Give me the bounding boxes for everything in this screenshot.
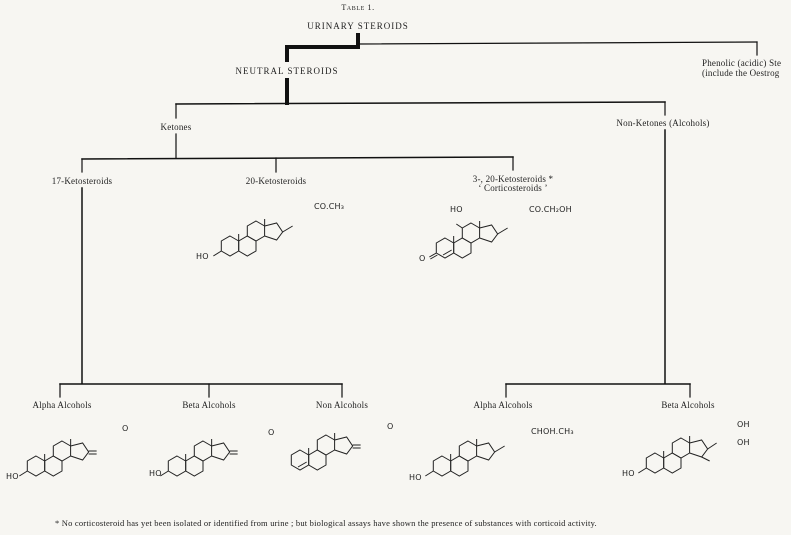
phenolic-steroids-label: Phenolic (acidic) Ste (702, 58, 782, 68)
corticosteroids-label: ‘ Corticosteroids ’ (478, 183, 548, 193)
20-ketosteroid-structure (213, 219, 293, 257)
non-alcohols-label: Non Alcohols (315, 400, 369, 410)
non-alcohol-17-keto-structure (290, 433, 361, 471)
cortico-side-chain-label: CO.CH₂OH (529, 205, 572, 214)
cortico-hydroxy-label: HO (450, 205, 463, 214)
alpha-ketone-o-label: O (122, 424, 129, 433)
alpha-alcohol-pregnanediol-structure (425, 439, 505, 477)
connector-line (175, 101, 666, 105)
corticosteroid-structure (429, 221, 508, 260)
beta-alcohol-androstenediol-structure (638, 436, 717, 474)
connector-line (81, 156, 514, 160)
3-20-ketosteroids-label: 3-, 20-Ketosteroids * (472, 174, 554, 184)
beta-alcohols-left-label: Beta Alcohols (182, 400, 236, 410)
table-title: Table 1. (341, 3, 375, 12)
right-alpha-hydroxy-label: HO (409, 473, 422, 482)
right-alpha-side-chain-label: CHOH.CH₃ (531, 427, 574, 436)
alpha-alcohols-right-label: Alpha Alcohols (473, 400, 533, 410)
right-beta-oh1-label: OH (737, 420, 750, 429)
non-alcohol-ketone-o-label: O (387, 422, 394, 431)
beta-alcohol-17-keto-structure (160, 439, 238, 477)
non-ketones-label: Non-Ketones (Alcohols) (616, 118, 710, 128)
20-keto-side-chain-label: CO.CH₃ (314, 202, 345, 211)
phenolic-steroids-sublabel: (include the Oestrog (702, 68, 780, 78)
20-keto-hydroxy-label: HO (196, 252, 209, 261)
right-beta-hydroxy-label: HO (622, 469, 635, 478)
17-ketosteroids-label: 17-Ketosteroids (51, 176, 113, 186)
connector-line (357, 41, 758, 45)
alpha-hydroxy-label: HO (6, 472, 19, 481)
20-ketosteroids-label: 20-Ketosteroids (245, 176, 307, 186)
beta-alcohols-right-label: Beta Alcohols (661, 400, 715, 410)
root-label-urinary-steroids: URINARY STEROIDS (307, 21, 409, 31)
right-beta-oh2-label: OH (737, 438, 750, 447)
footnote: * No corticosteroid has yet been isolate… (55, 518, 597, 528)
ketones-label: Ketones (160, 122, 192, 132)
alpha-alcohols-left-label: Alpha Alcohols (32, 400, 92, 410)
neutral-steroids-label: NEUTRAL STEROIDS (235, 66, 339, 76)
beta-ketone-o-label: O (268, 428, 275, 437)
cortico-ketone-o-label: O (419, 254, 426, 263)
beta-hydroxy-label: HO (149, 469, 162, 478)
alpha-alcohol-17-keto-structure (19, 439, 97, 477)
